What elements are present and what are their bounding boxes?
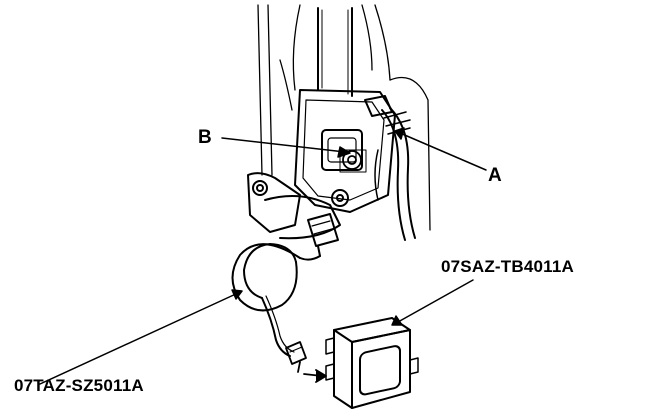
column-bracket [294, 89, 396, 213]
cable-connector-upper [307, 213, 339, 257]
wire-harness-a [374, 107, 416, 241]
column-lower-housing [247, 172, 349, 240]
connector-b [339, 149, 367, 173]
callout-part-number-bottom: 07TAZ-SZ5011A [14, 376, 144, 395]
leader-line-b [221, 137, 351, 158]
steering-column-shaft [317, 7, 353, 97]
inspection-cable [231, 243, 321, 357]
callout-part-number-top: 07SAZ-TB4011A [441, 257, 574, 276]
trim-panel-outline [257, 4, 431, 231]
leader-line-a [394, 127, 487, 171]
callout-label-a: A [488, 165, 502, 186]
tester-unit [325, 317, 419, 409]
callout-label-b: B [198, 127, 212, 148]
leader-line-tool-bottom [39, 289, 243, 385]
cable-plug-lower [285, 341, 307, 373]
leader-line-tool-top [391, 279, 474, 326]
connection-arrow [303, 369, 327, 383]
